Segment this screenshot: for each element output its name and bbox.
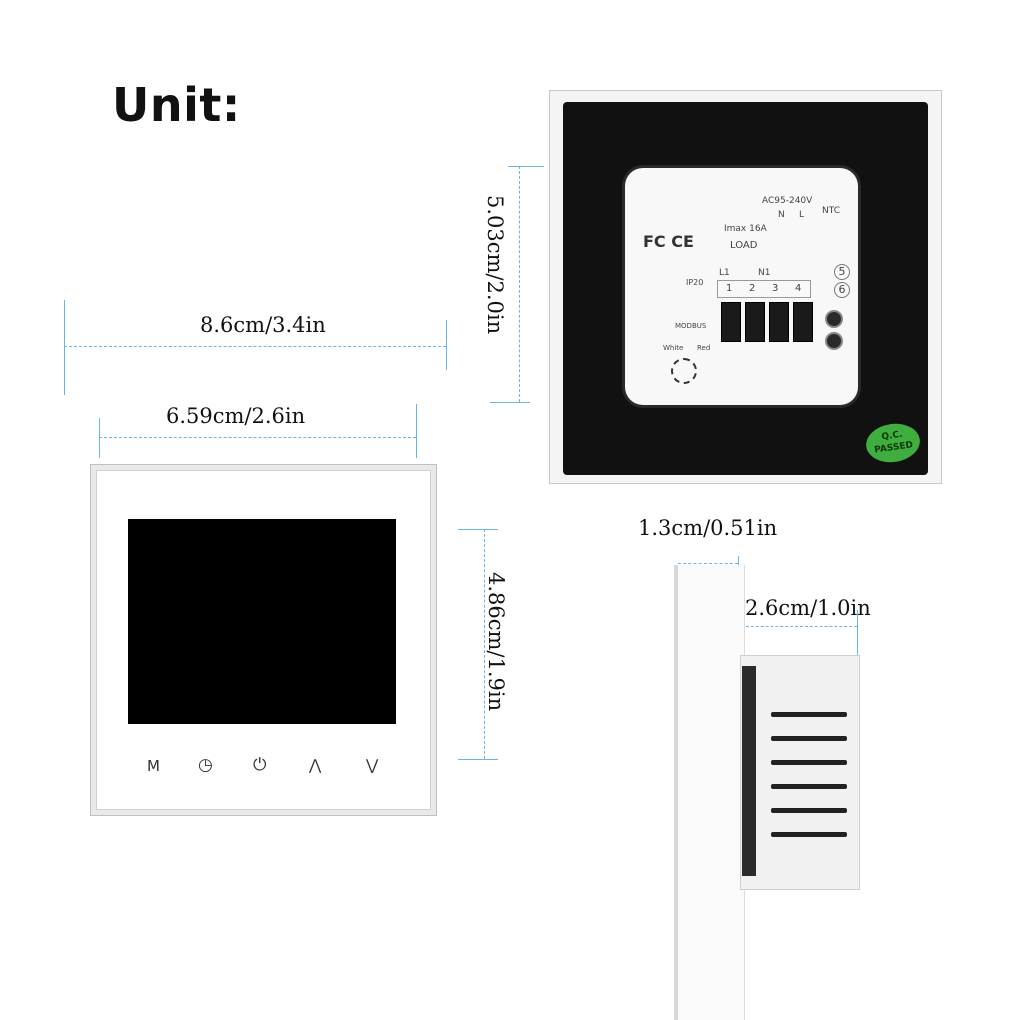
back-height-tick-bottom bbox=[490, 402, 530, 403]
terminal-block-3 bbox=[769, 302, 789, 342]
inner-width-label: 6.59cm/2.6in bbox=[166, 404, 306, 428]
modbus-label: MODBUS bbox=[675, 322, 707, 330]
screen-height-tick-bottom bbox=[458, 759, 498, 760]
wiring-module: AC95-240V Imax 16A N L NTC LOAD L1 N1 IP… bbox=[625, 168, 858, 405]
back-height-label: 5.03cm/2.0in bbox=[483, 195, 507, 335]
white-wire-label: White bbox=[663, 344, 684, 352]
l1-label: L1 bbox=[719, 268, 730, 278]
inner-width-tick-left bbox=[99, 418, 100, 458]
back-height-line bbox=[519, 166, 520, 402]
back-height-tick-top bbox=[508, 166, 544, 167]
vent-slot-5 bbox=[771, 808, 847, 813]
outer-width-tick-right bbox=[446, 320, 447, 370]
panel-thickness-line bbox=[678, 563, 738, 564]
vent-slot-3 bbox=[771, 760, 847, 765]
terminal-1-label: 1 bbox=[726, 283, 733, 294]
arrow-down-icon[interactable]: ⋁ bbox=[366, 756, 379, 774]
terminal-4-label: 4 bbox=[795, 283, 802, 294]
n1-label: N1 bbox=[758, 268, 771, 278]
terminal-block-2 bbox=[745, 302, 765, 342]
inner-width-tick-right bbox=[416, 404, 417, 458]
n-label: N bbox=[778, 210, 785, 220]
body-depth-label: 2.6cm/1.0in bbox=[745, 596, 871, 620]
screw-terminal-5 bbox=[825, 310, 843, 328]
red-wire-label: Red bbox=[697, 344, 711, 352]
l-label: L bbox=[799, 210, 805, 220]
inner-width-line bbox=[99, 437, 416, 438]
terminal-3-label: 3 bbox=[772, 283, 779, 294]
ntc-label: NTC bbox=[822, 206, 840, 216]
body-depth-line bbox=[741, 626, 857, 627]
panel-thickness-label: 1.3cm/0.51in bbox=[638, 516, 778, 540]
terminal-6-label: 6 bbox=[834, 282, 850, 298]
thermostat-screen bbox=[128, 519, 396, 724]
outer-width-label: 8.6cm/3.4in bbox=[200, 313, 326, 337]
ip-label: IP20 bbox=[686, 278, 704, 287]
menu-icon[interactable]: M bbox=[147, 757, 160, 775]
terminal-5-label: 5 bbox=[834, 264, 850, 280]
voltage-label: AC95-240V bbox=[762, 196, 813, 206]
modbus-port bbox=[671, 358, 697, 384]
screw-terminal-6 bbox=[825, 332, 843, 350]
vent-slot-1 bbox=[771, 712, 847, 717]
side-mounting-rim bbox=[742, 666, 756, 876]
arrow-up-icon[interactable]: ⋀ bbox=[309, 756, 322, 774]
terminal-block-4 bbox=[793, 302, 813, 342]
outer-width-line bbox=[64, 346, 446, 347]
vent-slot-6 bbox=[771, 832, 847, 837]
body-depth-tick bbox=[857, 610, 858, 655]
screen-height-label: 4.86cm/1.9in bbox=[484, 572, 508, 712]
screen-height-tick-top bbox=[458, 529, 498, 530]
terminal-2-label: 2 bbox=[749, 283, 756, 294]
thermostat-side-body bbox=[740, 655, 860, 890]
vent-slot-4 bbox=[771, 784, 847, 789]
vent-slot-2 bbox=[771, 736, 847, 741]
page-title: Unit: bbox=[112, 78, 241, 132]
outer-width-tick-left bbox=[64, 300, 65, 395]
terminal-number-strip: 1 2 3 4 bbox=[717, 280, 811, 298]
thermostat-side-panel bbox=[674, 565, 745, 1020]
screen-height-line bbox=[484, 529, 485, 759]
load-label: LOAD bbox=[730, 240, 758, 251]
power-icon[interactable]: ⏻ bbox=[253, 755, 267, 775]
certification-label: FC CE bbox=[643, 232, 694, 251]
current-label: Imax 16A bbox=[724, 224, 767, 234]
terminal-block-1 bbox=[721, 302, 741, 342]
clock-icon[interactable]: ◷ bbox=[198, 755, 213, 775]
